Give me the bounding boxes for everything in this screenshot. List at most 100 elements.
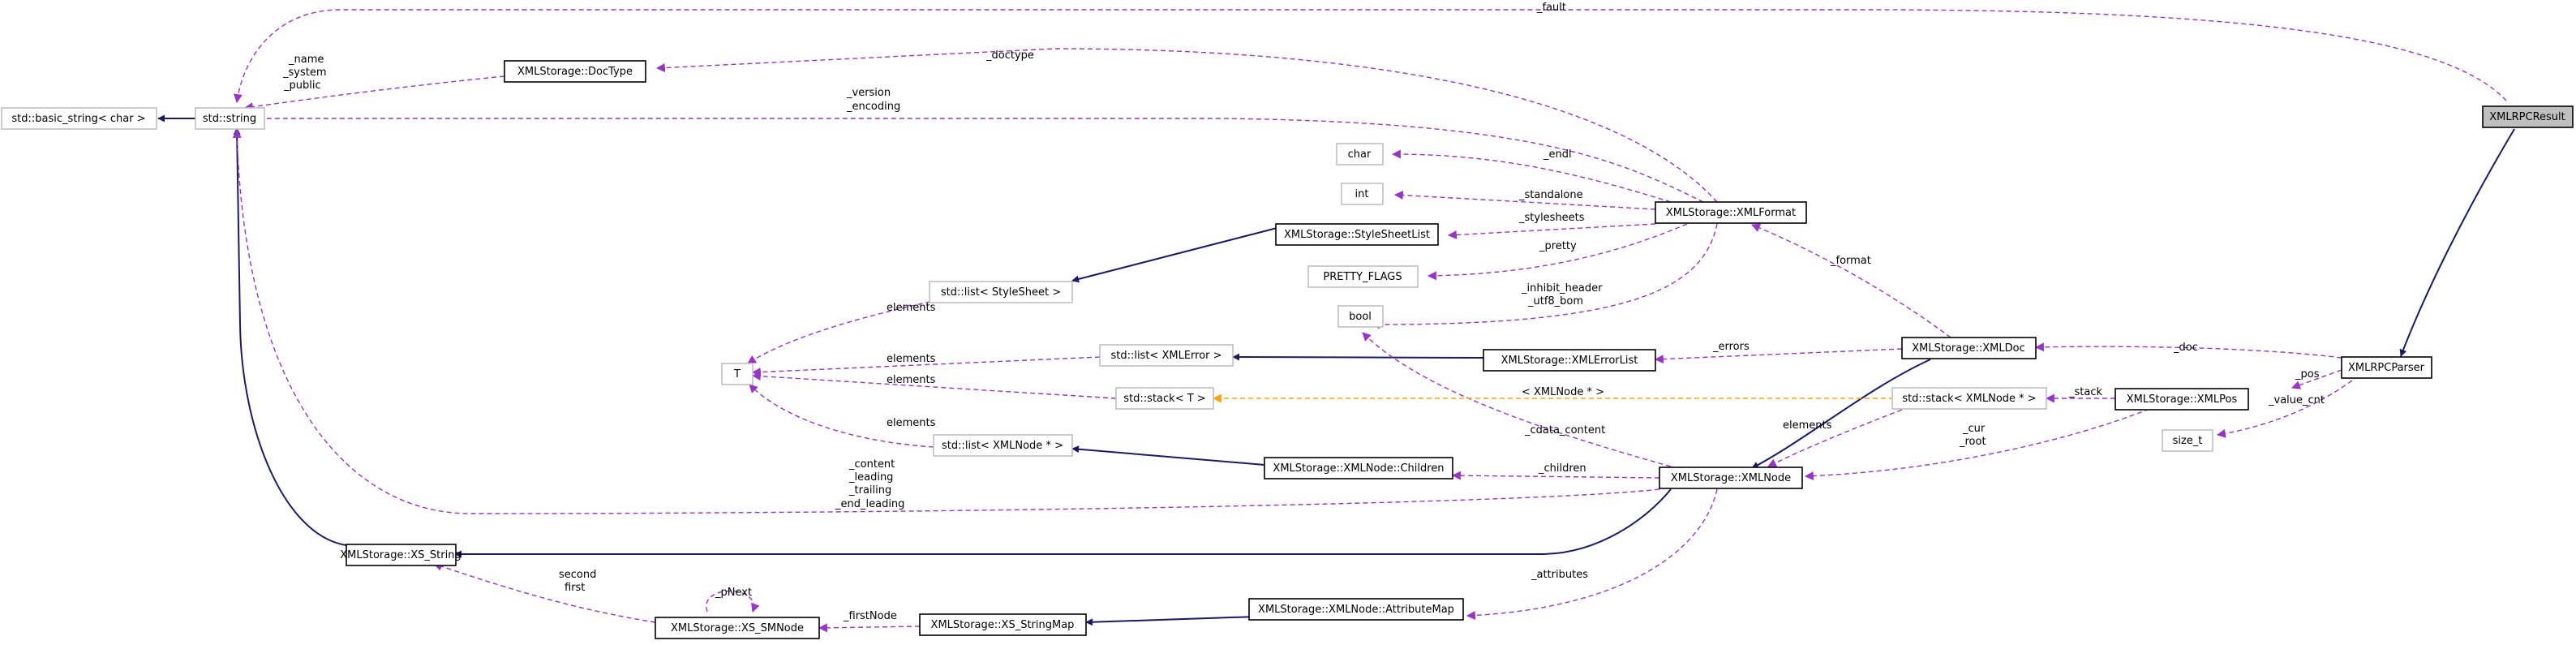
edge-label-elements-3: elements bbox=[887, 374, 936, 386]
node-size-t-label: size_t bbox=[2173, 435, 2203, 447]
node-bool-label: bool bbox=[1349, 311, 1372, 323]
node-xmlrpcparser-label: XMLRPCParser bbox=[2348, 362, 2425, 374]
edge-label-format: _format bbox=[1830, 255, 1871, 267]
node-attributemap-label: XMLStorage::XMLNode::AttributeMap bbox=[1258, 604, 1454, 616]
edge-xmlrpcresult-xmlrpcparser bbox=[2399, 128, 2515, 357]
edge-label-value-cnt: _value_cnt bbox=[2268, 394, 2325, 406]
edge-xmldoc-xmlnode bbox=[1751, 359, 1931, 469]
node-xmlerrorlist[interactable]: XMLStorage::XMLErrorList bbox=[1483, 349, 1656, 372]
node-t[interactable]: T bbox=[721, 363, 753, 385]
edge-label-leading: _leading bbox=[848, 471, 893, 484]
edges: _fault _name _system _public _doctype _v… bbox=[157, 2, 2515, 633]
node-list-xmlerror[interactable]: std::list< XMLError > bbox=[1099, 344, 1234, 367]
edge-list-xmlnode-t bbox=[749, 384, 934, 448]
node-list-xmlnode[interactable]: std::list< XMLNode * > bbox=[933, 434, 1073, 457]
node-t-label: T bbox=[733, 368, 741, 381]
edge-label-root: _root bbox=[1959, 436, 1986, 448]
edge-label-children: _children bbox=[1538, 462, 1586, 475]
node-char-label: char bbox=[1348, 148, 1372, 161]
node-xs-string-label: XMLStorage::XS_String bbox=[340, 549, 461, 561]
node-int[interactable]: int bbox=[1341, 183, 1384, 205]
node-list-stylesheet[interactable]: std::list< StyleSheet > bbox=[929, 281, 1073, 303]
edge-xmlformat-pretty bbox=[1427, 223, 1688, 281]
edge-label-name: _name bbox=[288, 54, 324, 66]
edge-label-stylesheets: _stylesheets bbox=[1518, 212, 1585, 224]
edge-xmlrpcparser-size-t bbox=[2216, 375, 2359, 438]
node-xmlformat[interactable]: XMLStorage::XMLFormat bbox=[1655, 201, 1807, 224]
edge-label-content: _content bbox=[848, 458, 895, 471]
edge-xmldoc-xmlerrorlist bbox=[1654, 348, 1903, 364]
node-xmlpos-label: XMLStorage::XMLPos bbox=[2127, 393, 2238, 406]
edge-xmldoc-xmlformat bbox=[1750, 223, 1951, 338]
node-stack-t[interactable]: std::stack< T > bbox=[1115, 387, 1214, 410]
node-xs-smnode-label: XMLStorage::XS_SMNode bbox=[671, 622, 804, 634]
node-basic-string[interactable]: std::basic_string< char > bbox=[1, 107, 157, 130]
edge-label-public: _public bbox=[283, 80, 321, 92]
node-doctype-label: XMLStorage::DocType bbox=[517, 66, 633, 78]
node-bool[interactable]: bool bbox=[1337, 305, 1384, 328]
edge-label-firstnode: _firstNode bbox=[843, 610, 897, 622]
node-xmlrpcparser[interactable]: XMLRPCParser bbox=[2341, 356, 2432, 379]
node-stack-t-label: std::stack< T > bbox=[1123, 393, 1205, 405]
node-xmlrpcresult-label: XMLRPCResult bbox=[2489, 111, 2565, 123]
edge-xmlnode-xs-string bbox=[454, 488, 1672, 558]
edge-label-inhibit-header: _inhibit_header bbox=[1521, 282, 1603, 295]
edge-label-second: second bbox=[559, 569, 596, 581]
node-stylesheetlist[interactable]: XMLStorage::StyleSheetList bbox=[1275, 223, 1439, 246]
edge-label-system: _system bbox=[282, 67, 327, 79]
edge-xmlnode-attributemap bbox=[1466, 488, 1718, 621]
node-string[interactable]: std::string bbox=[195, 107, 265, 130]
node-children[interactable]: XMLStorage::XMLNode::Children bbox=[1264, 457, 1453, 479]
edge-children-list bbox=[1071, 445, 1265, 466]
edge-label-fault: _fault bbox=[1536, 2, 1566, 14]
edge-xmlformat-string bbox=[251, 114, 1704, 203]
edge-stylesheetlist-list bbox=[1071, 225, 1287, 283]
node-pretty-flags[interactable]: PRETTY_FLAGS bbox=[1307, 265, 1419, 288]
edge-xmlrpcparser-xmlpos bbox=[2290, 369, 2342, 389]
edge-xs-stringmap-xs-smnode bbox=[818, 623, 921, 633]
node-xmlrpcresult[interactable]: XMLRPCResult bbox=[2482, 105, 2574, 128]
node-list-stylesheet-label: std::list< StyleSheet > bbox=[941, 286, 1061, 299]
node-xs-stringmap-label: XMLStorage::XS_StringMap bbox=[931, 619, 1075, 631]
node-char[interactable]: char bbox=[1336, 143, 1384, 166]
edge-xmlnode-string bbox=[232, 128, 1660, 514]
node-pretty-flags-label: PRETTY_FLAGS bbox=[1323, 271, 1402, 283]
node-children-label: XMLStorage::XMLNode::Children bbox=[1273, 462, 1444, 475]
edge-stack-xmlnode-xmlnode bbox=[1767, 409, 1903, 467]
edge-xmlformat-stylesheetlist bbox=[1447, 223, 1656, 239]
edge-label-stack: _stack bbox=[2068, 386, 2102, 398]
node-string-label: std::string bbox=[203, 113, 256, 125]
node-xmlnode-label: XMLStorage::XMLNode bbox=[1671, 472, 1791, 484]
node-xmlnode[interactable]: XMLStorage::XMLNode bbox=[1659, 467, 1803, 489]
edge-label-pretty: _pretty bbox=[1539, 240, 1577, 252]
node-stack-xmlnode-label: std::stack< XMLNode * > bbox=[1902, 393, 2036, 405]
edge-label-elements-1: elements bbox=[887, 302, 936, 314]
node-xmldoc[interactable]: XMLStorage::XMLDoc bbox=[1901, 337, 2037, 359]
edge-xs-string-string bbox=[233, 127, 347, 546]
edge-label-pos: _pos bbox=[2295, 368, 2320, 381]
edge-xmlrpcparser-xmldoc bbox=[2034, 342, 2342, 359]
node-size-t[interactable]: size_t bbox=[2162, 429, 2213, 452]
node-attributemap[interactable]: XMLStorage::XMLNode::AttributeMap bbox=[1248, 598, 1464, 621]
node-xs-string[interactable]: XMLStorage::XS_String bbox=[340, 544, 462, 566]
edge-label-errors: _errors bbox=[1712, 341, 1750, 353]
node-xs-smnode[interactable]: XMLStorage::XS_SMNode bbox=[655, 617, 820, 639]
node-xmlerrorlist-label: XMLStorage::XMLErrorList bbox=[1501, 355, 1638, 367]
edge-label-attributes: _attributes bbox=[1531, 569, 1588, 581]
edge-list-xmlerror-t bbox=[751, 356, 1101, 377]
node-xmlpos[interactable]: XMLStorage::XMLPos bbox=[2114, 388, 2249, 411]
edge-label-elements-2: elements bbox=[887, 353, 936, 365]
edge-label-doctype: _doctype bbox=[985, 49, 1034, 62]
edge-xmlnode-children bbox=[1451, 471, 1660, 480]
node-doctype[interactable]: XMLStorage::DocType bbox=[504, 60, 646, 83]
edge-label-standalone: _standalone bbox=[1518, 189, 1583, 201]
edge-label-version: _version bbox=[846, 87, 891, 99]
edge-xmlformat-doctype bbox=[655, 48, 1718, 203]
node-basic-string-label: std::basic_string< char > bbox=[11, 113, 145, 125]
node-xs-stringmap[interactable]: XMLStorage::XS_StringMap bbox=[919, 613, 1087, 636]
node-xmlformat-label: XMLStorage::XMLFormat bbox=[1666, 207, 1796, 219]
node-stack-xmlnode[interactable]: std::stack< XMLNode * > bbox=[1891, 387, 2047, 410]
edge-xmlformat-bool bbox=[1371, 223, 1718, 329]
node-list-xmlnode-label: std::list< XMLNode * > bbox=[942, 440, 1063, 452]
